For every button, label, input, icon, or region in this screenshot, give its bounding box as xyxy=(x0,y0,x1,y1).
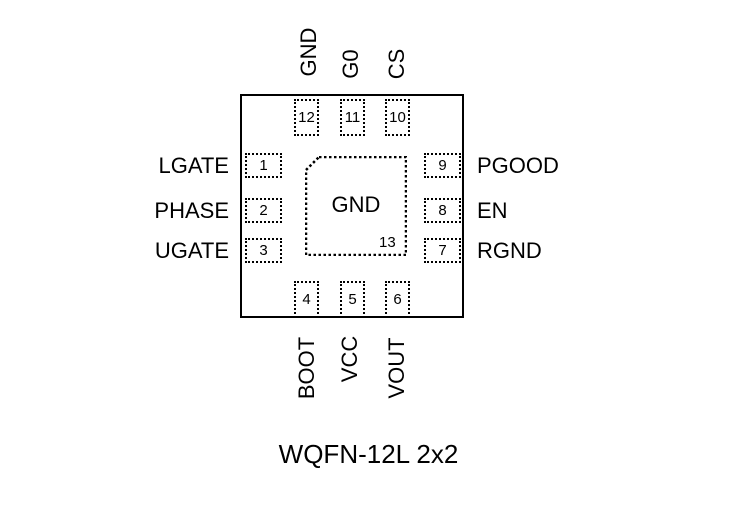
pad-9: 9 xyxy=(424,153,461,178)
pin-label-5: VCC xyxy=(337,335,362,383)
pin-label-8: EN xyxy=(477,198,508,223)
pin-label-9: PGOOD xyxy=(477,153,559,178)
pad-4: 4 xyxy=(294,281,319,318)
pin-label-2: PHASE xyxy=(154,198,229,223)
pin-label-3: UGATE xyxy=(154,238,229,263)
exposed-pad: GND 13 xyxy=(305,156,407,256)
pin-label-1: LGATE xyxy=(158,153,229,178)
pad-5: 5 xyxy=(340,281,365,318)
pad-12: 12 xyxy=(294,99,319,136)
pad-10: 10 xyxy=(385,99,410,136)
pin-label-7: RGND xyxy=(477,238,542,263)
package-outline: 12 11 10 1 2 3 9 8 7 4 5 6 GND 13 xyxy=(240,94,464,318)
pad-6: 6 xyxy=(385,281,410,318)
pin-label-12: GND xyxy=(296,27,321,77)
exposed-pad-number: 13 xyxy=(379,234,396,251)
package-caption: WQFN-12L 2x2 xyxy=(278,439,459,469)
pad-2: 2 xyxy=(245,198,282,223)
pin-label-10: CS xyxy=(384,48,409,80)
pad-3: 3 xyxy=(245,238,282,263)
pad-1: 1 xyxy=(245,153,282,178)
pin-label-11: G0 xyxy=(338,49,363,79)
exposed-pad-label: GND xyxy=(331,192,381,217)
exposed-pad-outline xyxy=(305,156,407,256)
pad-11: 11 xyxy=(340,99,365,136)
pin-label-4: BOOT xyxy=(294,336,319,400)
pin-label-6: VOUT xyxy=(384,337,409,399)
pad-8: 8 xyxy=(424,198,461,223)
pad-7: 7 xyxy=(424,238,461,263)
